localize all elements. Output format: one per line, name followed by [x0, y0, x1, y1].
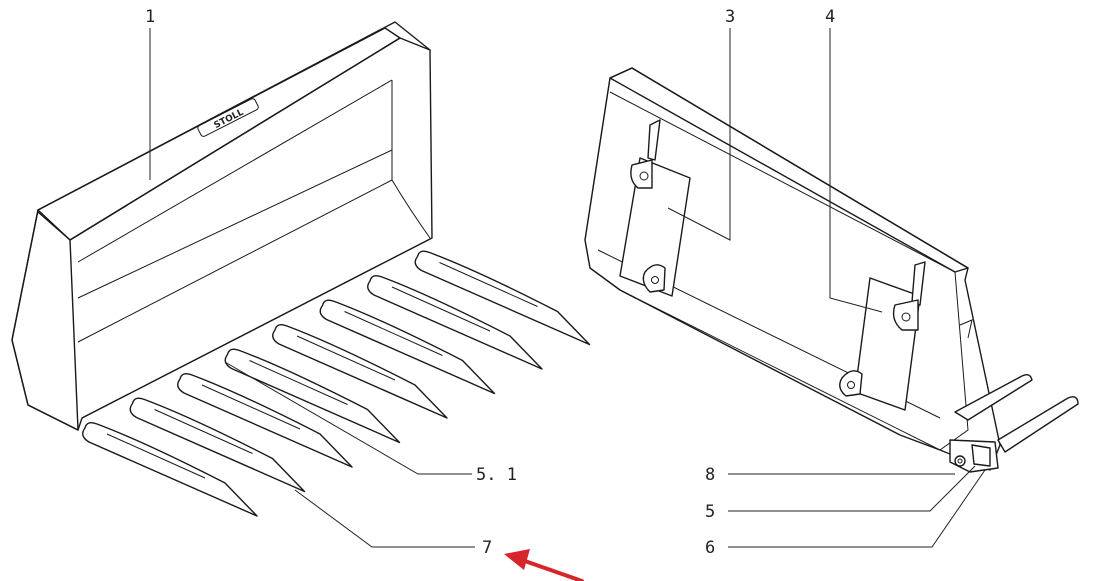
- fork-tines: [82, 250, 591, 517]
- left-lower-lug-hole: [651, 276, 659, 284]
- left-hook-top: [647, 119, 661, 161]
- bolt-nut: [954, 455, 966, 467]
- coupler-frame: [584, 67, 1079, 473]
- right-upper-lug-hole: [901, 312, 911, 322]
- tine-holder-slot: [971, 444, 991, 467]
- fork-tine: [82, 421, 258, 517]
- frame-back-stub: [959, 319, 973, 339]
- fork-tine: [129, 397, 306, 493]
- fork-tine-highlight: [106, 433, 206, 479]
- label-part-3: 3: [725, 7, 735, 27]
- label-part-5: 5: [705, 502, 715, 522]
- fork-tine: [367, 274, 543, 370]
- leader-line-5: [728, 465, 976, 512]
- brand-plate-frame: [197, 98, 259, 137]
- leader-line-6: [728, 469, 986, 548]
- red-arrow-head: [504, 549, 530, 570]
- bucket-left-side: [11, 209, 79, 431]
- right-lower-lug: [839, 370, 863, 397]
- leader-lines: [149, 28, 986, 548]
- part-labels: 1 3 4 5. 1 7 8 5 6: [145, 7, 835, 558]
- fork-tine: [177, 372, 353, 468]
- label-part-8: 8: [705, 465, 715, 485]
- red-arrow-icon: [504, 549, 584, 581]
- right-lower-lug-hole: [847, 381, 855, 389]
- right-hook-top: [911, 261, 926, 306]
- fork-tine: [272, 323, 448, 419]
- left-lower-lug: [642, 264, 666, 293]
- fork-tine-highlight: [391, 286, 491, 332]
- fork-tine-highlight: [439, 262, 538, 307]
- bucket-top-rim-inner: [69, 37, 431, 241]
- label-part-1: 1: [145, 7, 155, 27]
- fork-tine: [319, 299, 496, 395]
- fork-tine-highlight: [201, 384, 301, 430]
- fork-tine-highlight: [154, 409, 253, 454]
- bucket-panel-line-2: [77, 149, 393, 299]
- fork-tine: [224, 348, 401, 444]
- right-upper-lug: [892, 299, 919, 331]
- leader-line-4: [829, 28, 883, 313]
- left-upper-lug-hole: [639, 171, 649, 181]
- red-arrow-shaft: [520, 558, 584, 581]
- coupler-lower-edge-2: [619, 289, 941, 451]
- label-part-6: 6: [705, 538, 715, 558]
- fork-bucket: STOLL: [11, 21, 433, 431]
- left-bracket-plate: [619, 157, 691, 297]
- coupler-top-inner: [609, 91, 956, 273]
- fork-tine-highlight: [296, 335, 396, 381]
- fork-tine-highlight: [249, 360, 348, 405]
- leader-line-5-1: [224, 361, 472, 475]
- left-upper-lug: [630, 159, 653, 189]
- rear-tine-lower: [997, 396, 1079, 453]
- bucket-inner-curve: [391, 179, 431, 239]
- label-part-5-1: 5. 1: [476, 465, 517, 485]
- bucket-panel-line-3: [77, 179, 393, 343]
- coupler-top-flange: [609, 67, 969, 273]
- bolt-nut-center: [957, 458, 963, 464]
- bucket-panel-line-1: [77, 79, 393, 263]
- fork-tine-highlight: [344, 311, 443, 356]
- rear-tine-upper: [954, 373, 1033, 421]
- leader-line-7: [294, 489, 475, 548]
- label-part-4: 4: [825, 7, 835, 27]
- label-part-7: 7: [482, 538, 492, 558]
- coupler-left-edge: [584, 77, 621, 291]
- fork-tine: [414, 250, 591, 346]
- leader-line-3: [667, 28, 731, 241]
- bucket-bottom-edge: [81, 237, 433, 419]
